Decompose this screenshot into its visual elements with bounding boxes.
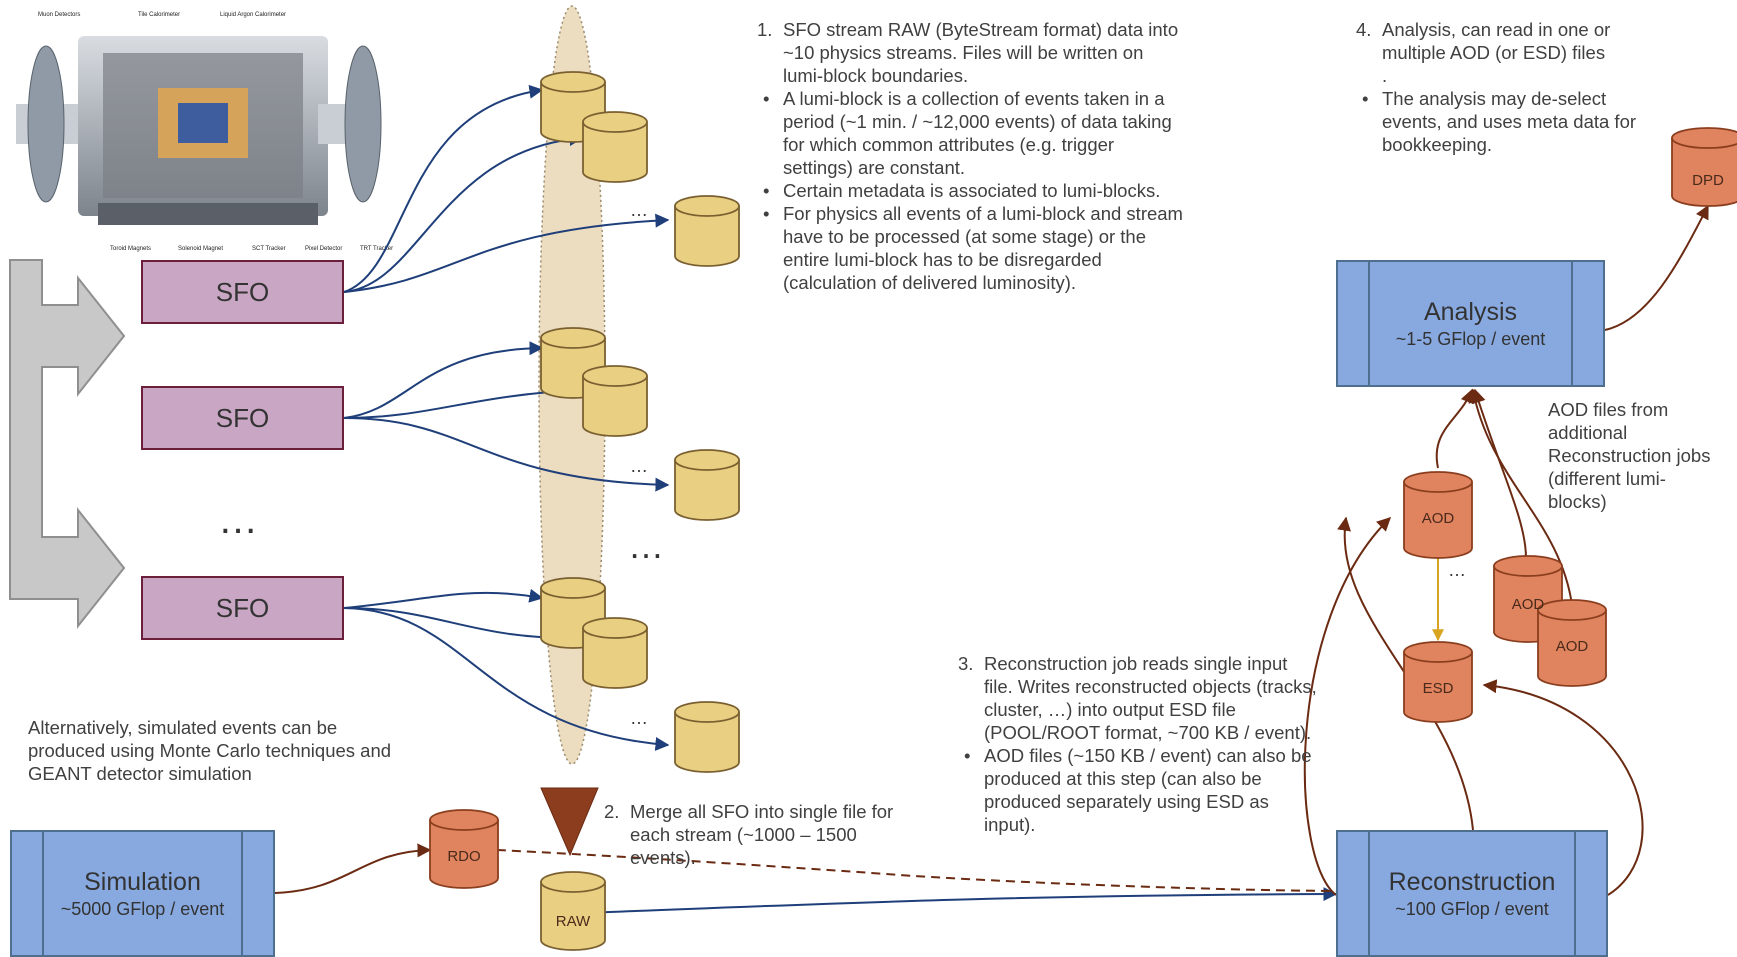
cylinder-dpd: DPD bbox=[1692, 172, 1724, 189]
step-3-lead: Reconstruction job reads single input fi… bbox=[958, 652, 1318, 744]
cylinder-aod-1: AOD bbox=[1421, 510, 1455, 527]
merge-triangle bbox=[540, 787, 599, 857]
step-4-stray: . bbox=[1382, 65, 1388, 86]
aod-gap-dots: … bbox=[1448, 560, 1466, 580]
step-4-lead: Analysis, can read in one or multiple AO… bbox=[1356, 18, 1666, 64]
stream-gap-dots-1: … bbox=[630, 200, 648, 220]
analysis-title: Analysis bbox=[1423, 297, 1518, 326]
stream-gap-dots-2: … bbox=[630, 456, 648, 476]
cylinder-aod-2: AOD bbox=[1511, 596, 1545, 613]
daq-input-arrow bbox=[9, 259, 126, 629]
cylinder-aod-3: AOD bbox=[1555, 638, 1589, 655]
simulation-subtitle: ~5000 GFlop / event bbox=[60, 898, 225, 919]
detector-label-sct: SCT Tracker bbox=[252, 246, 286, 252]
detector-label-trt: TRT Tracker bbox=[360, 246, 394, 252]
simulation-title: Simulation bbox=[84, 867, 201, 896]
atlas-detector-image bbox=[16, 36, 382, 225]
aod-note: AOD files from additional Reconstruction… bbox=[1548, 399, 1711, 512]
stream-cylinders bbox=[540, 71, 740, 951]
step-3-bullet-1: AOD files (~150 KB / event) can also be … bbox=[958, 744, 1318, 836]
step-1-text: SFO stream RAW (ByteStream format) data … bbox=[757, 18, 1187, 294]
detector-label-pixel: Pixel Detector bbox=[305, 246, 343, 252]
detector-label-toroid: Toroid Magnets bbox=[110, 246, 152, 252]
detector-label-tile: Tile Calorimeter bbox=[138, 12, 181, 18]
detector-label-solenoid: Solenoid Magnet bbox=[178, 246, 224, 252]
detector-label-muon: Muon Detectors bbox=[38, 12, 81, 18]
stream-gap-dots-3: … bbox=[630, 708, 648, 728]
file-cylinders bbox=[429, 127, 1737, 889]
step-3-text: Reconstruction job reads single input fi… bbox=[958, 652, 1318, 836]
step-1-lead: SFO stream RAW (ByteStream format) data … bbox=[757, 18, 1187, 87]
simulation-box: Simulation ~5000 GFlop / event bbox=[10, 830, 275, 957]
step-4-bullet-1: The analysis may de-select events, and u… bbox=[1356, 87, 1666, 156]
reconstruction-title: Reconstruction bbox=[1388, 867, 1556, 896]
step-4-text: Analysis, can read in one or multiple AO… bbox=[1356, 18, 1666, 156]
step-1-bullet-3: For physics all events of a lumi-block a… bbox=[757, 202, 1187, 294]
detector-label-lar: Liquid Argon Calorimeter bbox=[220, 12, 287, 18]
reconstruction-box: Reconstruction ~100 GFlop / event bbox=[1336, 830, 1608, 957]
stream-group-gap-dots: … bbox=[628, 525, 664, 566]
sfo-box-3: SFO bbox=[141, 576, 344, 640]
cylinder-raw: RAW bbox=[555, 913, 591, 930]
cylinder-esd: ESD bbox=[1422, 680, 1454, 697]
step-1-bullet-2: Certain metadata is associated to lumi-b… bbox=[757, 179, 1187, 202]
cylinder-rdo: RDO bbox=[447, 848, 481, 865]
analysis-subtitle: ~1-5 GFlop / event bbox=[1395, 328, 1546, 349]
sfo-box-2: SFO bbox=[141, 386, 344, 450]
sfo-gap-dots: … bbox=[218, 498, 258, 542]
sfo-box-1: SFO bbox=[141, 260, 344, 324]
step-1-bullet-1: A lumi-block is a collection of events t… bbox=[757, 87, 1187, 179]
step-2-text: Merge all SFO into single file for each … bbox=[604, 800, 904, 869]
reconstruction-subtitle: ~100 GFlop / event bbox=[1395, 898, 1549, 919]
step-2-lead: Merge all SFO into single file for each … bbox=[604, 800, 904, 869]
simulation-note: Alternatively, simulated events can be p… bbox=[28, 717, 392, 784]
analysis-box: Analysis ~1-5 GFlop / event bbox=[1336, 260, 1605, 387]
